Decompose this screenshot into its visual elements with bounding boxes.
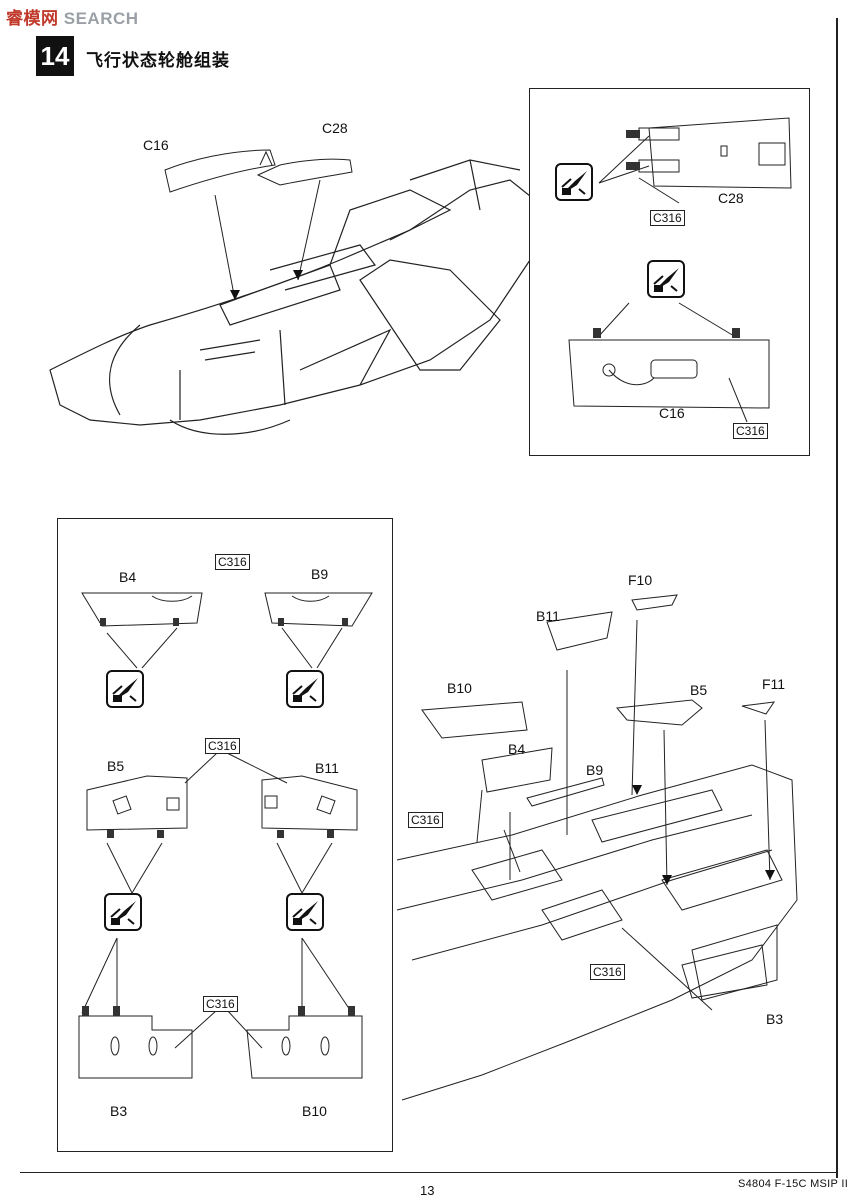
page-border-bottom [20, 1172, 838, 1173]
label-b11-main: B11 [536, 608, 560, 624]
inset-left-code-bottom: C316 [203, 996, 238, 1012]
watermark-cn: 睿模网 [6, 9, 59, 28]
label-b3-inset: B3 [110, 1103, 128, 1119]
inset-left-code-top: C316 [215, 554, 250, 570]
step-number: 14 [36, 36, 74, 76]
side-cutter-icon [555, 163, 593, 201]
label-c16-top: C16 [143, 137, 169, 153]
inset-c28-code: C316 [650, 210, 685, 226]
side-cutter-icon [286, 670, 324, 708]
main-code-mid: C316 [590, 964, 625, 980]
inset-c16-code: C316 [733, 423, 768, 439]
label-b10-main: B10 [447, 680, 472, 696]
inset-top-right-illustration [568, 117, 792, 423]
step-title: 飞行状态轮舱组装 [86, 51, 230, 70]
inset-c16-label: C16 [659, 405, 685, 421]
label-b9-main: B9 [586, 762, 604, 778]
label-f11: F11 [762, 676, 786, 692]
inset-left-code-mid: C316 [205, 738, 240, 754]
label-f10: F10 [628, 572, 653, 588]
side-cutter-icon [106, 670, 144, 708]
label-b5-main: B5 [690, 682, 708, 698]
watermark-en: SEARCH [63, 9, 139, 28]
side-cutter-icon [286, 893, 324, 931]
page-number: 13 [420, 1183, 435, 1198]
label-b9-inset: B9 [311, 566, 329, 582]
aircraft-nose-illustration [49, 149, 536, 435]
model-number: S4804 F-15C MSIP II [738, 1178, 849, 1190]
wheel-well-illustration [396, 594, 798, 1101]
label-b4-main: B4 [508, 741, 526, 757]
label-b5-inset: B5 [107, 758, 125, 774]
side-cutter-icon [104, 893, 142, 931]
main-code-left: C316 [408, 812, 443, 828]
label-b4-inset: B4 [119, 569, 137, 585]
watermark: 睿模网 SEARCH [6, 4, 139, 29]
label-b3-main: B3 [766, 1011, 784, 1027]
label-b11-inset: B11 [315, 760, 339, 776]
label-c28-top: C28 [322, 120, 348, 136]
inset-c28-label: C28 [718, 190, 744, 206]
inset-left-illustration [78, 592, 373, 1079]
label-b10-inset: B10 [302, 1103, 327, 1119]
page-border-right [836, 18, 838, 1178]
side-cutter-icon [647, 260, 685, 298]
